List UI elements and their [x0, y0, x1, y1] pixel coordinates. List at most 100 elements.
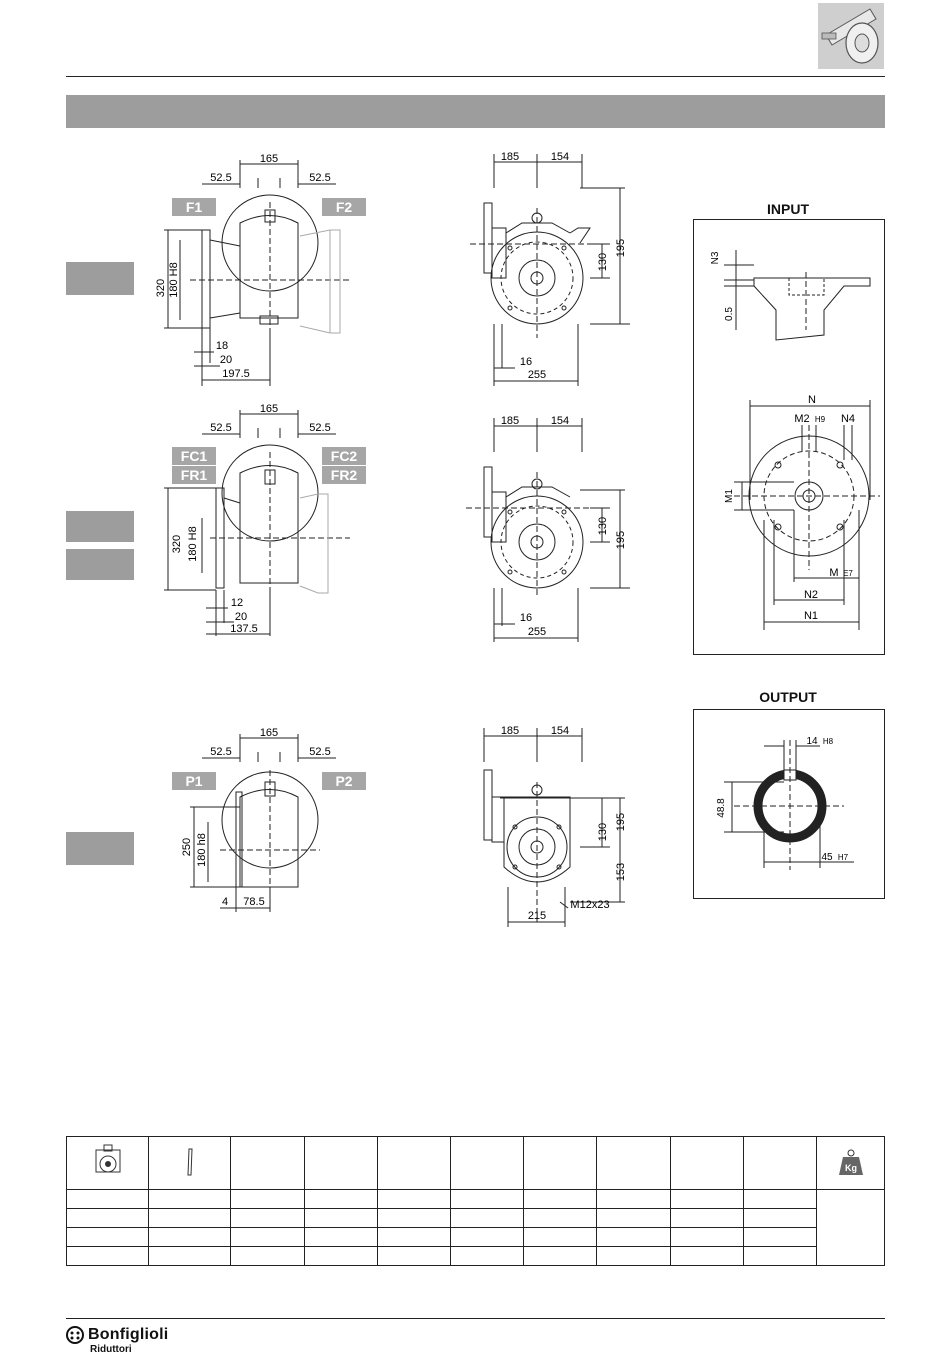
table-col-header	[450, 1136, 524, 1190]
title-band	[66, 95, 885, 128]
input-panel: N3 0.5 N M2 H9 N4 M1 M E7 N2 N1	[693, 219, 885, 655]
front-view-row2: 185 154 130 195 16 255	[466, 415, 630, 642]
dim-h2: 180 H8	[187, 526, 199, 561]
front-dim-w2: 154	[551, 725, 569, 737]
table-cell	[230, 1189, 305, 1209]
front-dim-w2: 154	[551, 151, 569, 163]
dim-h2: 180 h8	[196, 833, 208, 867]
table-shaft-header	[148, 1136, 231, 1190]
label-f2: F2	[322, 198, 366, 216]
table-cell	[304, 1189, 378, 1209]
input-m: M	[829, 567, 838, 579]
dim-b1: 4	[222, 896, 228, 908]
output-title: OUTPUT	[759, 689, 817, 705]
front-dim-b1: 16	[520, 356, 532, 368]
side-view-row1: 165 52.5 52.5 320 180 H8 18 20 197.5	[155, 153, 350, 386]
front-dim-v2: 195	[615, 813, 627, 831]
table-cell	[377, 1208, 451, 1228]
table-weight-cell	[816, 1189, 885, 1266]
table-cell	[596, 1227, 671, 1247]
brand-sub: Riduttori	[90, 1344, 132, 1355]
table-cell	[148, 1246, 231, 1266]
table-cell	[66, 1246, 149, 1266]
table-col-header	[523, 1136, 597, 1190]
side-view-row3: 165 52.5 52.5 250 180 h8 4 78.5	[181, 727, 336, 912]
dim-top: 165	[260, 403, 278, 415]
dim-h1: 320	[171, 535, 183, 553]
table-cell	[670, 1189, 744, 1209]
front-dim-b2: 255	[528, 369, 546, 381]
input-05: 0.5	[724, 307, 735, 321]
table-col-header	[596, 1136, 671, 1190]
table-cell	[450, 1246, 524, 1266]
gearbox-icon	[95, 1144, 120, 1172]
table-cell	[230, 1246, 305, 1266]
front-dim-b1: 16	[520, 612, 532, 624]
front-dim-b2: 255	[528, 626, 546, 638]
table-cell	[450, 1189, 524, 1209]
label-f1: F1	[172, 198, 216, 216]
table-cell	[148, 1208, 231, 1228]
label-fc2: FC2	[322, 447, 366, 465]
label-fr2: FR2	[322, 466, 366, 484]
table-cell	[450, 1208, 524, 1228]
dim-left: 52.5	[210, 746, 231, 758]
table-cell	[230, 1208, 305, 1228]
table-cell	[743, 1189, 817, 1209]
input-m2: M2	[794, 413, 809, 425]
table-cell	[450, 1227, 524, 1247]
input-n2: N2	[804, 589, 818, 601]
input-m1: M1	[724, 489, 735, 503]
input-m2-tol: H9	[815, 415, 826, 424]
label-p1: P1	[172, 772, 216, 790]
output-key: 14	[806, 736, 818, 747]
input-n4: N4	[841, 413, 855, 425]
dim-b1: 12	[231, 597, 243, 609]
table-cell	[523, 1227, 597, 1247]
output-height: 48.8	[716, 798, 727, 818]
table-cell	[304, 1246, 378, 1266]
front-dim-w1: 185	[501, 151, 519, 163]
dim-left: 52.5	[210, 172, 231, 184]
dim-top: 165	[260, 153, 278, 165]
front-dim-w1: 185	[501, 725, 519, 737]
front-dim-v3: 153	[615, 863, 627, 881]
dim-h2: 180 H8	[168, 262, 180, 297]
table-col-header	[230, 1136, 305, 1190]
output-panel: 14 H8 48.8 45 H7	[693, 709, 885, 899]
dimension-table: Kg	[66, 1136, 885, 1266]
bonfiglioli-logo-icon	[66, 1326, 84, 1344]
front-dim-v1: 130	[597, 253, 609, 271]
brand-name: Bonfiglioli	[88, 1326, 169, 1343]
header-rule	[66, 76, 885, 77]
table-cell	[66, 1189, 149, 1209]
front-dim-v1: 130	[597, 517, 609, 535]
table-cell	[66, 1208, 149, 1228]
weight-icon: Kg	[838, 1149, 863, 1175]
table-cell	[670, 1208, 744, 1228]
front-dim-v1: 130	[597, 823, 609, 841]
front-dim-w1: 185	[501, 415, 519, 427]
table-cell	[148, 1227, 231, 1247]
table-cell	[743, 1227, 817, 1247]
side-tab-row2a	[66, 511, 134, 542]
input-title: INPUT	[767, 201, 809, 217]
front-view-row1: 185 154 130 195 16 255	[470, 151, 630, 386]
label-fr1: FR1	[172, 466, 216, 484]
output-key-tol: H8	[823, 737, 834, 746]
table-col-header	[304, 1136, 378, 1190]
dim-b3: 197.5	[222, 368, 250, 380]
dim-top: 165	[260, 727, 278, 739]
table-col-header	[670, 1136, 744, 1190]
dim-h1: 320	[155, 279, 167, 297]
table-cell	[523, 1189, 597, 1209]
table-cell	[523, 1246, 597, 1266]
table-cell	[377, 1189, 451, 1209]
table-col-header	[377, 1136, 451, 1190]
table-cell	[377, 1227, 451, 1247]
table-cell	[743, 1208, 817, 1228]
svg-text:Kg: Kg	[845, 1163, 857, 1173]
input-m-tol: E7	[843, 569, 853, 578]
front-thread: M12x23	[570, 899, 609, 911]
footer-rule	[66, 1318, 885, 1319]
